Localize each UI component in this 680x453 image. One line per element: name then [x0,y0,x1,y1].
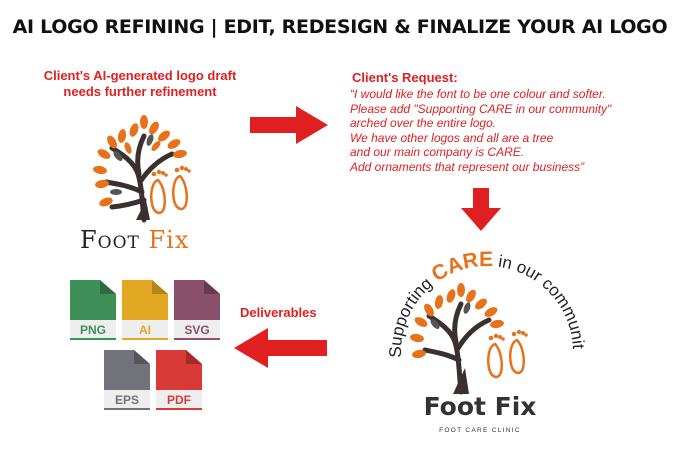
draft-caption-line2: needs further refinement [63,84,217,99]
request-line: arched over the entire logo. [350,116,497,131]
request-line: and our main company is CARE. [350,145,525,160]
request-body: “I would like the font to be one colour … [350,87,670,175]
final-logo-arc-text: Supporting CARE in our community [375,232,588,358]
draft-brand: Foot Fix [80,226,189,254]
file-icon-pdf: PDF [156,350,202,410]
request-line: Please add "Supporting CARE in our commu… [350,101,612,116]
request-title: Client's Request: [352,70,458,85]
final-logo: Supporting CARE in our community [375,232,588,395]
file-icon-ai: AI [122,280,168,340]
draft-caption-line1: Client's AI-generated logo draft [43,68,237,83]
arrow-down-icon [461,188,501,231]
draft-logo-tree-icon [93,115,191,223]
arc-text-care: CARE [428,248,494,286]
file-icon-png: PNG [70,280,116,340]
final-footprints-icon [487,338,525,379]
final-brand: Foot Fix [423,392,537,421]
arrow-right-icon [250,106,328,144]
footprints-icon [150,174,188,215]
deliverables-label: Deliverables [240,305,317,320]
final-tree-icon [410,283,528,395]
file-icon-eps: EPS [104,350,150,410]
request-line: “I would like the font to be one colour … [350,87,606,101]
draft-brand-word2: Fix [148,226,190,254]
draft-brand-word1: Foot [80,226,140,254]
draft-caption: Client's AI-generated logo draft needs f… [20,68,260,100]
file-label-ai: AI [139,323,151,337]
file-icons: PNG AI SVG EPS PDF [70,280,220,410]
arrow-left-icon [234,328,327,368]
final-subtitle: FOOT CARE CLINIC [439,427,521,434]
file-label-svg: SVG [184,323,209,337]
file-label-eps: EPS [115,393,139,407]
request-line: We have other logos and all are a tree [350,130,554,145]
request-line: Add ornaments that represent our busines… [350,159,585,174]
page-title: AI LOGO REFINING | EDIT, REDESIGN & FINA… [12,16,668,38]
file-icon-svg: SVG [174,280,220,340]
file-label-pdf: PDF [167,393,191,407]
file-label-png: PNG [80,323,106,337]
